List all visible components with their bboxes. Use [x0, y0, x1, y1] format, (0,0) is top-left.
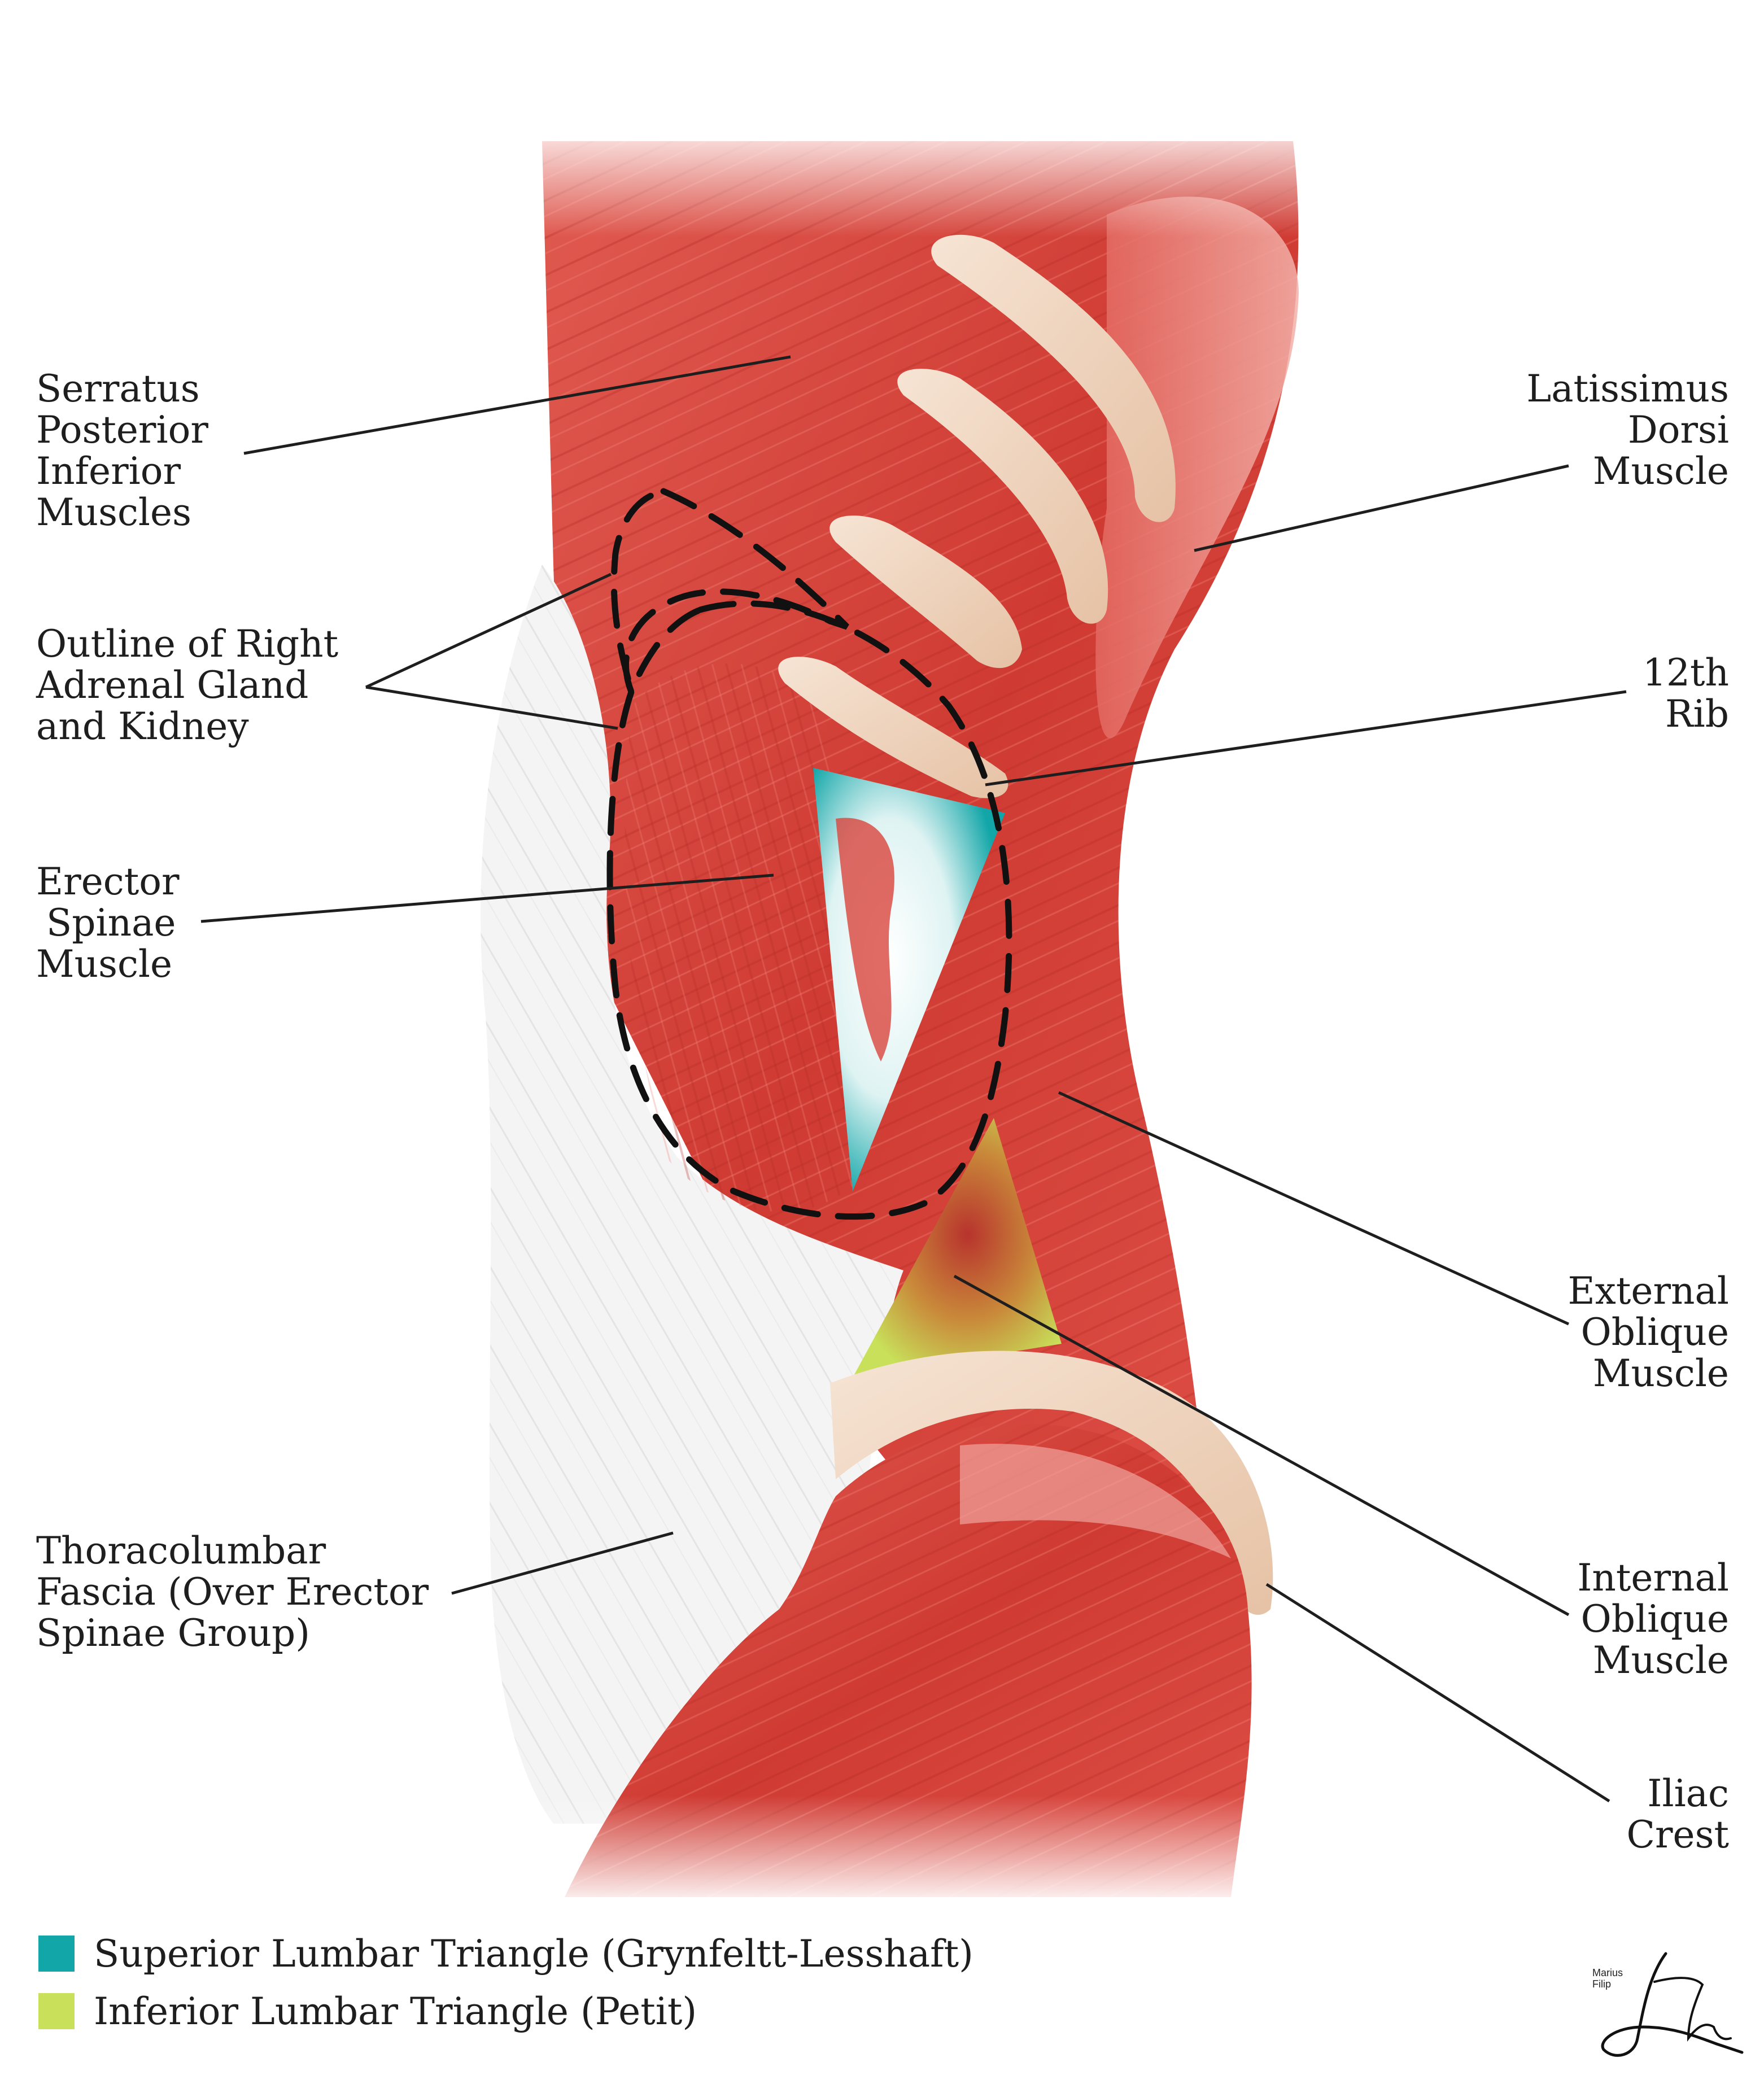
label-internal-oblique: Internal Oblique Muscle: [1577, 1556, 1729, 1682]
label-iliac-crest: Iliac Crest: [1626, 1772, 1730, 1856]
legend-swatch-inferior: [38, 1993, 75, 2029]
leader-rib12: [985, 690, 1627, 787]
latissimus-dorsi: [1095, 196, 1299, 739]
inferior-lumbar-triangle: [853, 1118, 1062, 1378]
thoracolumbar-fascia: [481, 565, 903, 1824]
bottom-fade: [508, 1795, 1355, 1908]
label-12th-rib: 12th Rib: [1642, 651, 1729, 736]
leader-latissimus: [1194, 464, 1569, 552]
leader-adrenal-upper: [365, 573, 612, 689]
leader-adrenal-lower: [365, 685, 618, 730]
svg-text:Marius: Marius: [1592, 1967, 1623, 1978]
adrenal-kidney-outline: [606, 488, 1012, 1220]
top-fade: [508, 113, 1355, 237]
leader-thoracolumbar: [451, 1531, 674, 1595]
gluteal-muscle: [565, 1423, 1252, 1897]
leader-internal-oblique: [953, 1274, 1570, 1616]
legend-inferior-lumbar-triangle: Inferior Lumbar Triangle (Petit): [38, 1989, 697, 2034]
legend-label-inferior: Inferior Lumbar Triangle (Petit): [94, 1989, 697, 2033]
leader-erector: [200, 873, 774, 923]
artist-signature: Marius Filip: [1592, 1952, 1744, 2057]
svg-text:Filip: Filip: [1592, 1978, 1611, 1990]
leader-serratus: [243, 355, 791, 455]
leader-external-oblique: [1058, 1091, 1570, 1326]
superior-triangle-muscle-floor: [836, 818, 894, 1061]
label-serratus-posterior-inferior: Serratus Posterior Inferior Muscles: [36, 367, 208, 534]
ribs: [778, 234, 1176, 798]
legend-label-superior: Superior Lumbar Triangle (Grynfeltt-Less…: [94, 1932, 973, 1976]
rib-12: [778, 657, 1008, 798]
legend-superior-lumbar-triangle: Superior Lumbar Triangle (Grynfeltt-Less…: [38, 1931, 973, 1976]
label-thoracolumbar-fascia: Thoracolumbar Fascia (Over Erector Spina…: [36, 1529, 429, 1655]
iliac-crest: [830, 1351, 1273, 1615]
label-adrenal-kidney-outline: Outline of Right Adrenal Gland and Kidne…: [36, 622, 339, 748]
label-external-oblique: External Oblique Muscle: [1567, 1269, 1730, 1395]
label-latissimus-dorsi: Latissimus Dorsi Muscle: [1526, 367, 1729, 493]
leader-iliac: [1265, 1583, 1610, 1803]
label-erector-spinae: Erector Spinae Muscle: [36, 860, 180, 986]
erector-spinae: [625, 663, 854, 1212]
legend-swatch-superior: [38, 1936, 75, 1972]
leader-lines: [200, 355, 1627, 1803]
